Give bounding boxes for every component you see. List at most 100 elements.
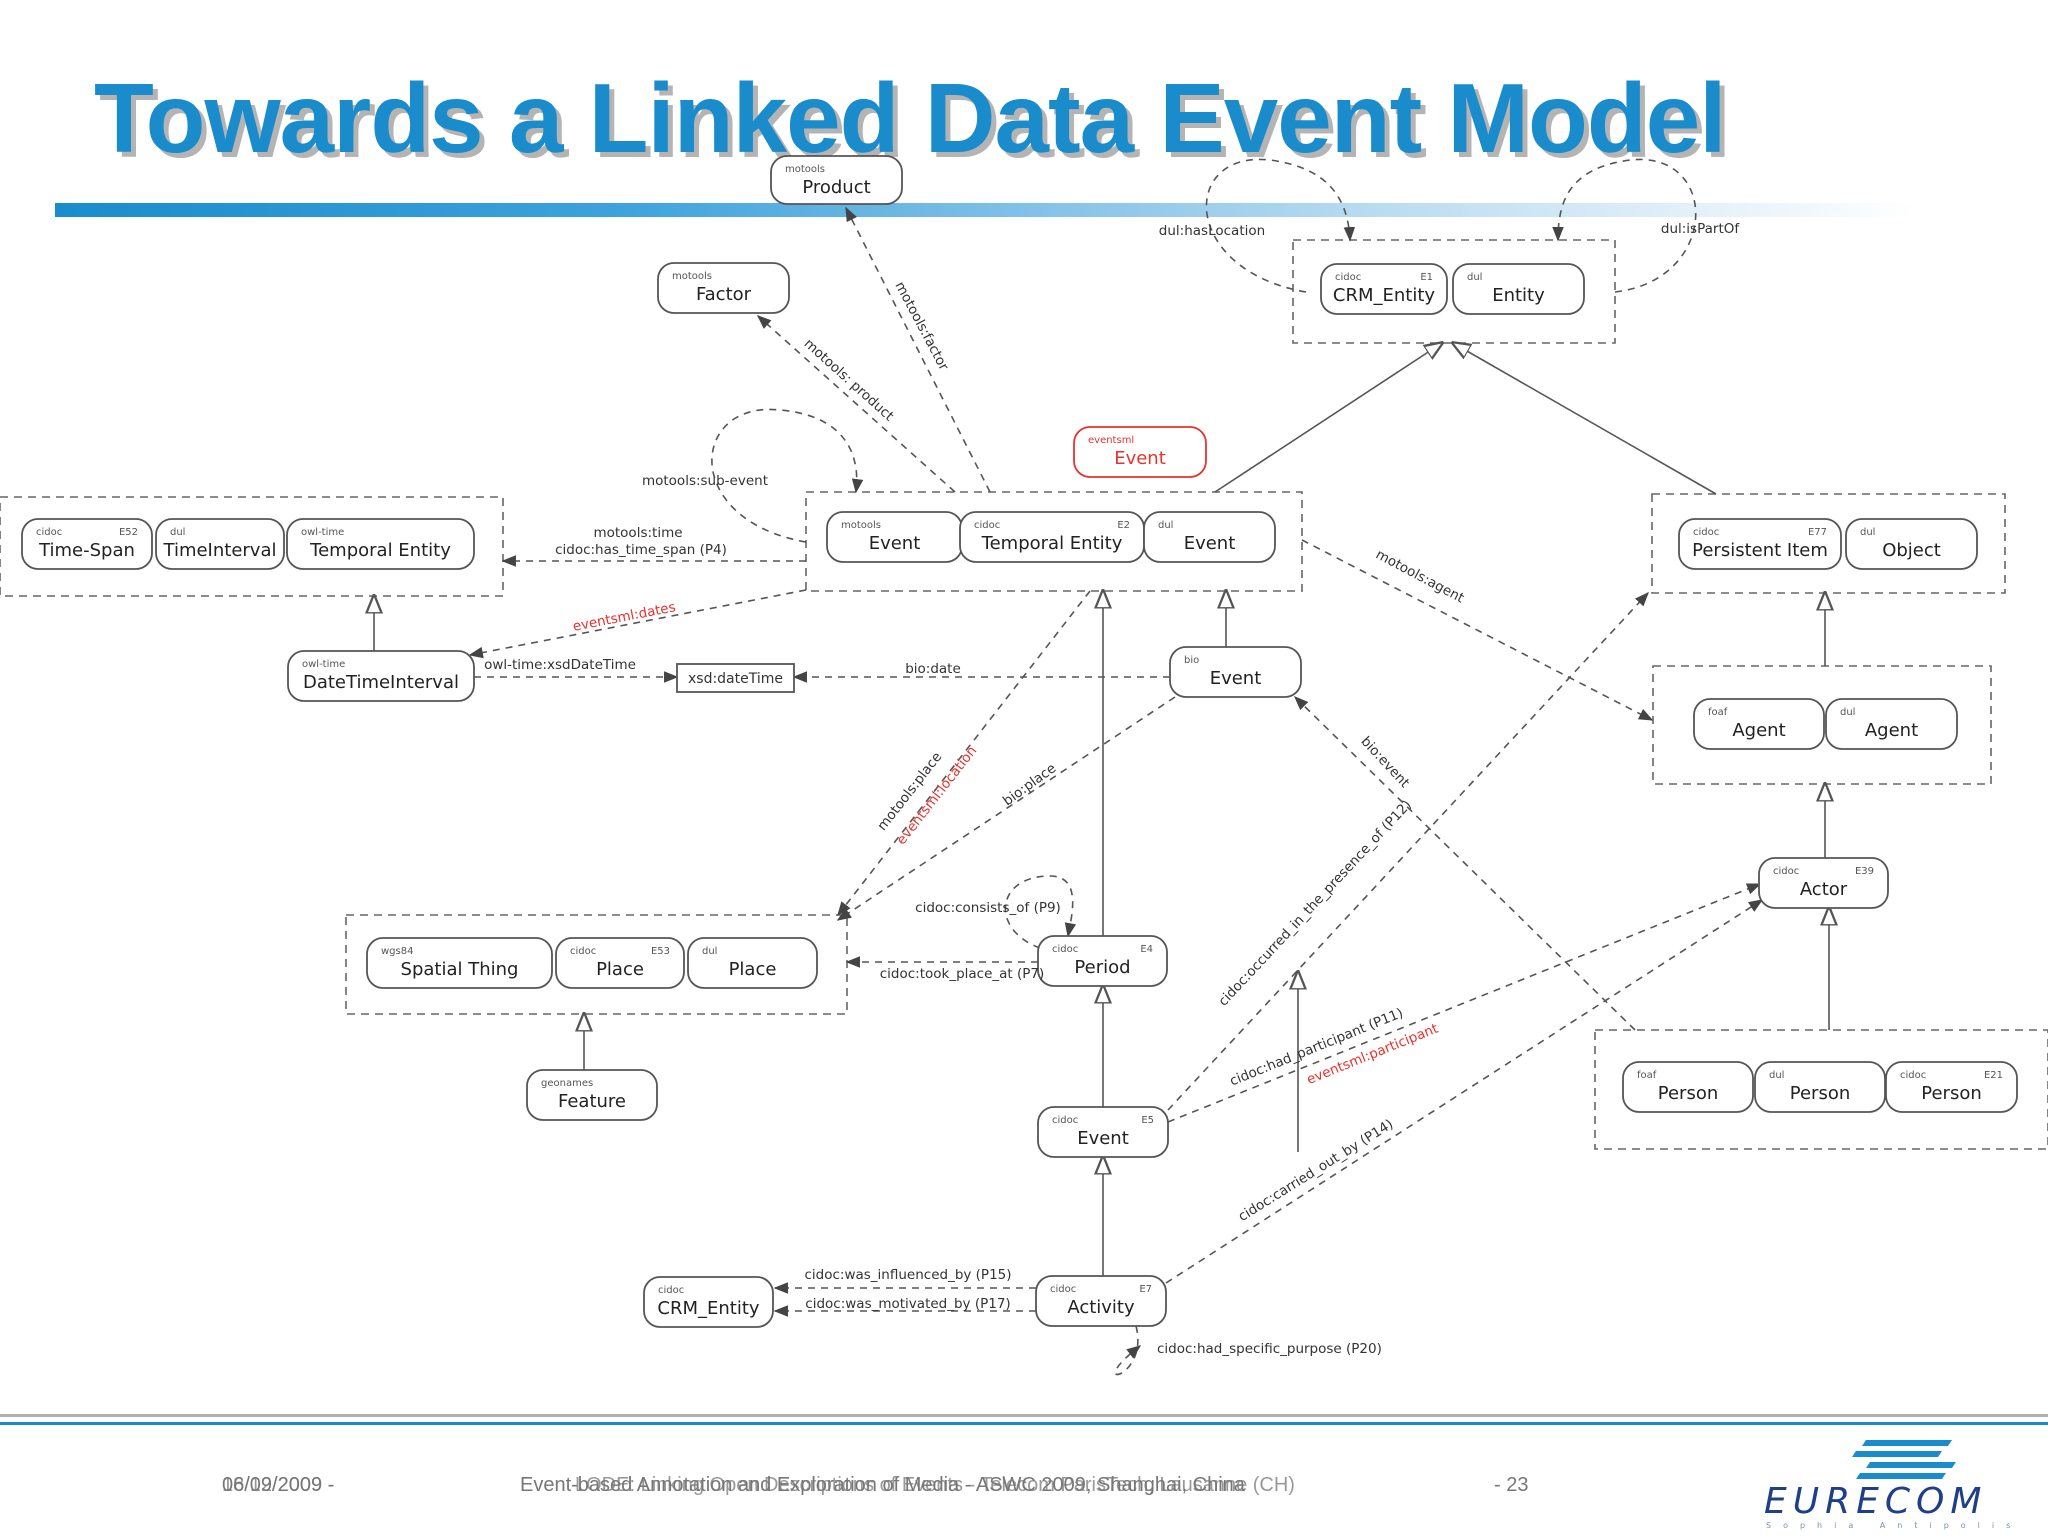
footer-title: Event-based Annotation and Exploration o… <box>520 1474 1245 1496</box>
edge-label-presence-of: cidoc:occurred_in_the_presence_of (P12) <box>1215 797 1415 1009</box>
edge-bio-event <box>1293 695 1636 1031</box>
svg-text:wgs84: wgs84 <box>381 946 413 957</box>
edge-motools-agent <box>1301 539 1654 721</box>
slide-title: Towards a Linked Data Event Model <box>94 63 1727 173</box>
group-crm-entity <box>1292 239 1616 344</box>
edge-carried-out-by <box>1165 899 1764 1284</box>
svg-text:cidoc: cidoc <box>658 1285 684 1296</box>
svg-text:Person: Person <box>1790 1083 1851 1104</box>
edge-motools-factor <box>845 206 991 493</box>
svg-text:foaf: foaf <box>1637 1070 1657 1081</box>
edge-label-was-influenced-by: cidoc:was_influenced_by (P15) <box>804 1267 1011 1283</box>
edge-label-consists-of: cidoc:consists_of (P9) <box>915 900 1061 916</box>
svg-text:E2: E2 <box>1117 520 1130 531</box>
svg-text:E21: E21 <box>1984 1070 2003 1081</box>
svg-text:Factor: Factor <box>696 284 752 305</box>
edge-label-was-motivated-by: cidoc:was_motivated_by (P17) <box>805 1296 1010 1312</box>
edge-label-has-time-span: cidoc:has_time_span (P4) <box>555 542 727 558</box>
svg-text:Actor: Actor <box>1800 879 1848 900</box>
edge-label-eventsml-dates: eventsml:dates <box>571 599 677 635</box>
group-time-span <box>0 496 504 597</box>
svg-text:CRM_Entity: CRM_Entity <box>1333 285 1436 306</box>
svg-text:cidoc: cidoc <box>36 527 62 538</box>
logo-tagline: Sophia Antipolis <box>1766 1521 2020 1530</box>
svg-text:E52: E52 <box>119 527 138 538</box>
svg-text:E39: E39 <box>1855 866 1874 877</box>
edge-label-bio-event: bio:event <box>1357 734 1412 791</box>
svg-text:E7: E7 <box>1139 1284 1152 1295</box>
edge-label-took-place-at: cidoc:took_place_at (P7) <box>880 966 1045 982</box>
svg-text:dul: dul <box>702 946 717 957</box>
footer-date: 06/09/2009 - <box>222 1474 335 1496</box>
edge-label-motools-agent: motools:agent <box>1373 547 1467 607</box>
edge-label-has-location: dul:hasLocation <box>1159 223 1265 239</box>
svg-text:dul: dul <box>1860 527 1875 538</box>
svg-text:CRM_Entity: CRM_Entity <box>657 1298 760 1319</box>
edge-bio-place <box>836 696 1176 921</box>
svg-text:cidoc: cidoc <box>1693 527 1719 538</box>
svg-text:dul: dul <box>1467 272 1482 283</box>
title-underline <box>55 203 1915 217</box>
edge-label-motools-product: motools: product <box>801 336 897 425</box>
svg-text:motools: motools <box>841 520 881 531</box>
svg-text:dul: dul <box>1769 1070 1784 1081</box>
svg-text:dul: dul <box>1840 707 1855 718</box>
svg-text:cidoc: cidoc <box>1052 1115 1078 1126</box>
edge-label-bio-place: bio:place <box>1000 760 1059 809</box>
svg-text:E4: E4 <box>1140 944 1153 955</box>
edge-is-part-of <box>1552 158 1697 293</box>
svg-text:cidoc: cidoc <box>1773 866 1799 877</box>
edge-label-carried-out-by: cidoc:carried_out_by (P14) <box>1236 1116 1397 1225</box>
svg-text:Agent: Agent <box>1732 720 1785 741</box>
svg-text:eventsml: eventsml <box>1088 435 1134 446</box>
footer-accent-rule <box>0 1422 2048 1425</box>
svg-text:Feature: Feature <box>558 1091 626 1112</box>
eurecom-logo: EURECOM Sophia Antipolis <box>1764 1440 2020 1530</box>
svg-text:cidoc: cidoc <box>974 520 1000 531</box>
svg-text:xsd:dateTime: xsd:dateTime <box>688 671 783 687</box>
svg-text:owl-time: owl-time <box>302 659 345 670</box>
edge-has-location <box>1205 158 1356 293</box>
svg-text:Person: Person <box>1658 1083 1719 1104</box>
svg-text:Time-Span: Time-Span <box>38 540 135 561</box>
edge-label-sub-event: motools:sub-event <box>642 473 768 489</box>
edge-had-specific-purpose <box>1114 1325 1142 1376</box>
edge-persistent-to-crm <box>1453 343 1717 495</box>
footer-date-overlay: 18/12/2009 - <box>222 1474 335 1496</box>
svg-text:Persistent Item: Persistent Item <box>1692 540 1828 561</box>
svg-text:Place: Place <box>596 959 644 980</box>
svg-text:Product: Product <box>802 177 870 198</box>
svg-text:cidoc: cidoc <box>1052 944 1078 955</box>
node-xsd-datetime: xsd:dateTime <box>676 663 795 693</box>
edge-label-owl-time-xsd: owl-time:xsdDateTime <box>484 657 636 673</box>
svg-text:E77: E77 <box>1808 527 1827 538</box>
edge-label-bio-date: bio:date <box>905 661 961 677</box>
svg-text:motools: motools <box>672 271 712 282</box>
svg-text:bio: bio <box>1184 655 1199 666</box>
svg-text:Entity: Entity <box>1492 285 1545 306</box>
group-agent <box>1652 665 1992 785</box>
svg-text:dul: dul <box>170 527 185 538</box>
svg-text:dul: dul <box>1158 520 1173 531</box>
edge-presence-of <box>1167 591 1649 1111</box>
footer-title-overlay: LODE: Linking Open Descriptions of Event… <box>575 1474 1295 1496</box>
edge-label-motools-factor: motools:factor <box>891 279 951 374</box>
